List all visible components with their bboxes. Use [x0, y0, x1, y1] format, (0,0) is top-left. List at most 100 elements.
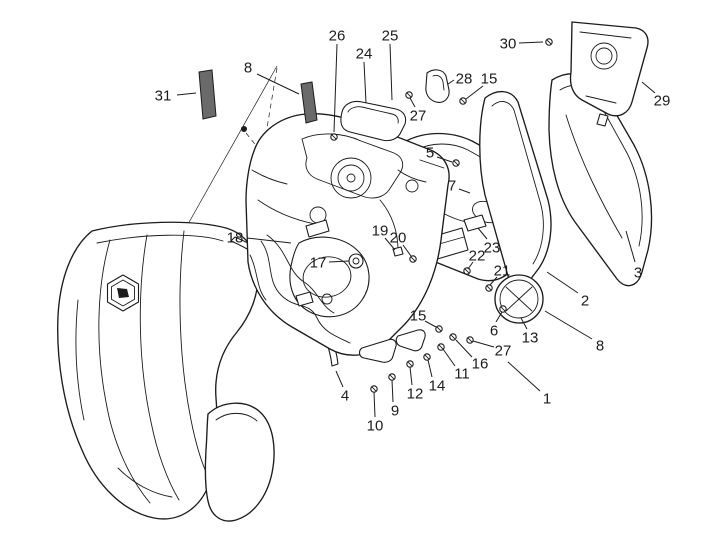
screw-icon	[435, 325, 443, 333]
part-callout-16-26: 16	[472, 355, 489, 372]
lock-cylinder-part	[348, 253, 364, 269]
leader-line-17-16	[328, 260, 350, 263]
screw-icon	[423, 353, 431, 361]
leader-line-12-29	[409, 366, 413, 386]
screw-icon	[449, 333, 457, 341]
instrument-hole	[330, 157, 372, 199]
hook-bracket-part	[425, 69, 450, 103]
leader-line-22-19	[467, 261, 474, 270]
part-callout-8-24: 8	[596, 337, 604, 354]
part-callout-15-7: 15	[481, 70, 498, 87]
screw-icon	[388, 373, 396, 381]
reference-dot	[241, 126, 247, 132]
scooter-front-body-drawing	[57, 221, 275, 522]
part-callout-31-0: 31	[155, 87, 172, 104]
leader-line-5-10	[436, 156, 453, 163]
part-callout-19-17: 19	[372, 222, 389, 239]
part-callout-24-3: 24	[356, 45, 373, 62]
part-callout-23-12: 23	[484, 239, 501, 256]
rubber-strip-part-8	[300, 81, 318, 124]
round-cover-part	[494, 274, 544, 324]
part-callout-28-6: 28	[456, 70, 473, 87]
leader-line-20-18	[402, 244, 412, 257]
part-callout-5-10: 5	[426, 144, 434, 161]
leader-line-27-8	[409, 97, 416, 108]
part-callout-29-9: 29	[654, 92, 671, 109]
bottom-bracket-parts	[359, 329, 426, 363]
leader-line-19-17	[384, 237, 396, 251]
leader-line-29-9	[641, 81, 656, 94]
part-callout-9-30: 9	[391, 402, 399, 419]
part-callout-20-18: 20	[390, 229, 407, 246]
leader-line-18-15	[246, 237, 292, 244]
front-inner-panel-drawing	[245, 113, 450, 356]
bracket-part	[463, 214, 487, 232]
screw-icon	[459, 97, 467, 105]
part-callout-8-1: 8	[244, 59, 252, 76]
brand-badge-icon	[106, 274, 140, 312]
screw-icon	[330, 133, 338, 141]
leader-line-4-32	[335, 370, 344, 388]
screw-icon	[452, 159, 460, 167]
leader-line-31-0	[176, 92, 197, 96]
leader-line-27-25	[472, 340, 495, 348]
part-callout-14-28: 14	[429, 377, 446, 394]
leader-line-21-20	[489, 276, 498, 286]
screw-icon	[406, 360, 414, 368]
leader-line-7-11	[458, 188, 471, 194]
part-callout-22-19: 22	[469, 247, 486, 264]
part-callout-25-4: 25	[382, 27, 399, 44]
part-callout-26-2: 26	[329, 27, 346, 44]
screw-icon	[370, 385, 378, 393]
part-callout-1-33: 1	[543, 390, 551, 407]
leader-line-23-12	[477, 227, 488, 240]
screw-icon	[485, 284, 493, 292]
leader-line-8-1	[256, 73, 300, 95]
clip-part	[392, 246, 404, 257]
screw-icon	[409, 255, 417, 263]
part-callout-7-11: 7	[448, 177, 456, 194]
screw-icon	[499, 305, 507, 313]
diagram-artwork	[57, 21, 653, 522]
part-callout-18-15: 18	[227, 229, 244, 246]
part-callout-12-29: 12	[407, 385, 424, 402]
top-right-cover-part	[569, 21, 649, 127]
part-callout-17-16: 17	[310, 254, 327, 271]
part-callout-10-31: 10	[367, 417, 384, 434]
part-callout-27-25: 27	[495, 342, 512, 359]
leader-line-3-14	[625, 230, 636, 263]
leader-line-25-4	[389, 43, 393, 101]
part-callout-30-5: 30	[500, 35, 517, 52]
leader-line-9-30	[391, 379, 394, 403]
part-callout-2-13: 2	[581, 292, 589, 309]
part-callout-11-27: 11	[454, 365, 470, 382]
leader-line-1-33	[507, 361, 541, 392]
screw-icon	[463, 267, 471, 275]
leader-line-11-27	[442, 348, 456, 367]
part-callout-15-21: 15	[410, 307, 427, 324]
leader-line-14-28	[427, 359, 433, 378]
part-callout-21-20: 21	[494, 262, 511, 279]
rubber-strip-part-31	[198, 69, 217, 120]
part-callout-6-22: 6	[490, 322, 498, 339]
leader-line-16-26	[455, 339, 473, 358]
leader-line-26-2	[333, 43, 338, 133]
leader-line-30-5	[518, 41, 544, 44]
leader-line-24-3	[363, 61, 367, 104]
screw-icon	[405, 91, 413, 99]
front-fender-drawing	[204, 402, 275, 522]
screw-icon	[545, 38, 553, 46]
cable-harness-drawing	[249, 234, 351, 344]
part-callout-3-14: 3	[634, 264, 642, 281]
screw-icon	[466, 336, 474, 344]
glove-box-lock	[321, 293, 333, 305]
leader-line-6-22	[495, 311, 503, 323]
leader-line-15-21	[424, 320, 437, 328]
part-callout-4-32: 4	[341, 387, 349, 404]
leader-line-10-31	[373, 391, 376, 418]
part-callout-13-23: 13	[522, 329, 539, 346]
